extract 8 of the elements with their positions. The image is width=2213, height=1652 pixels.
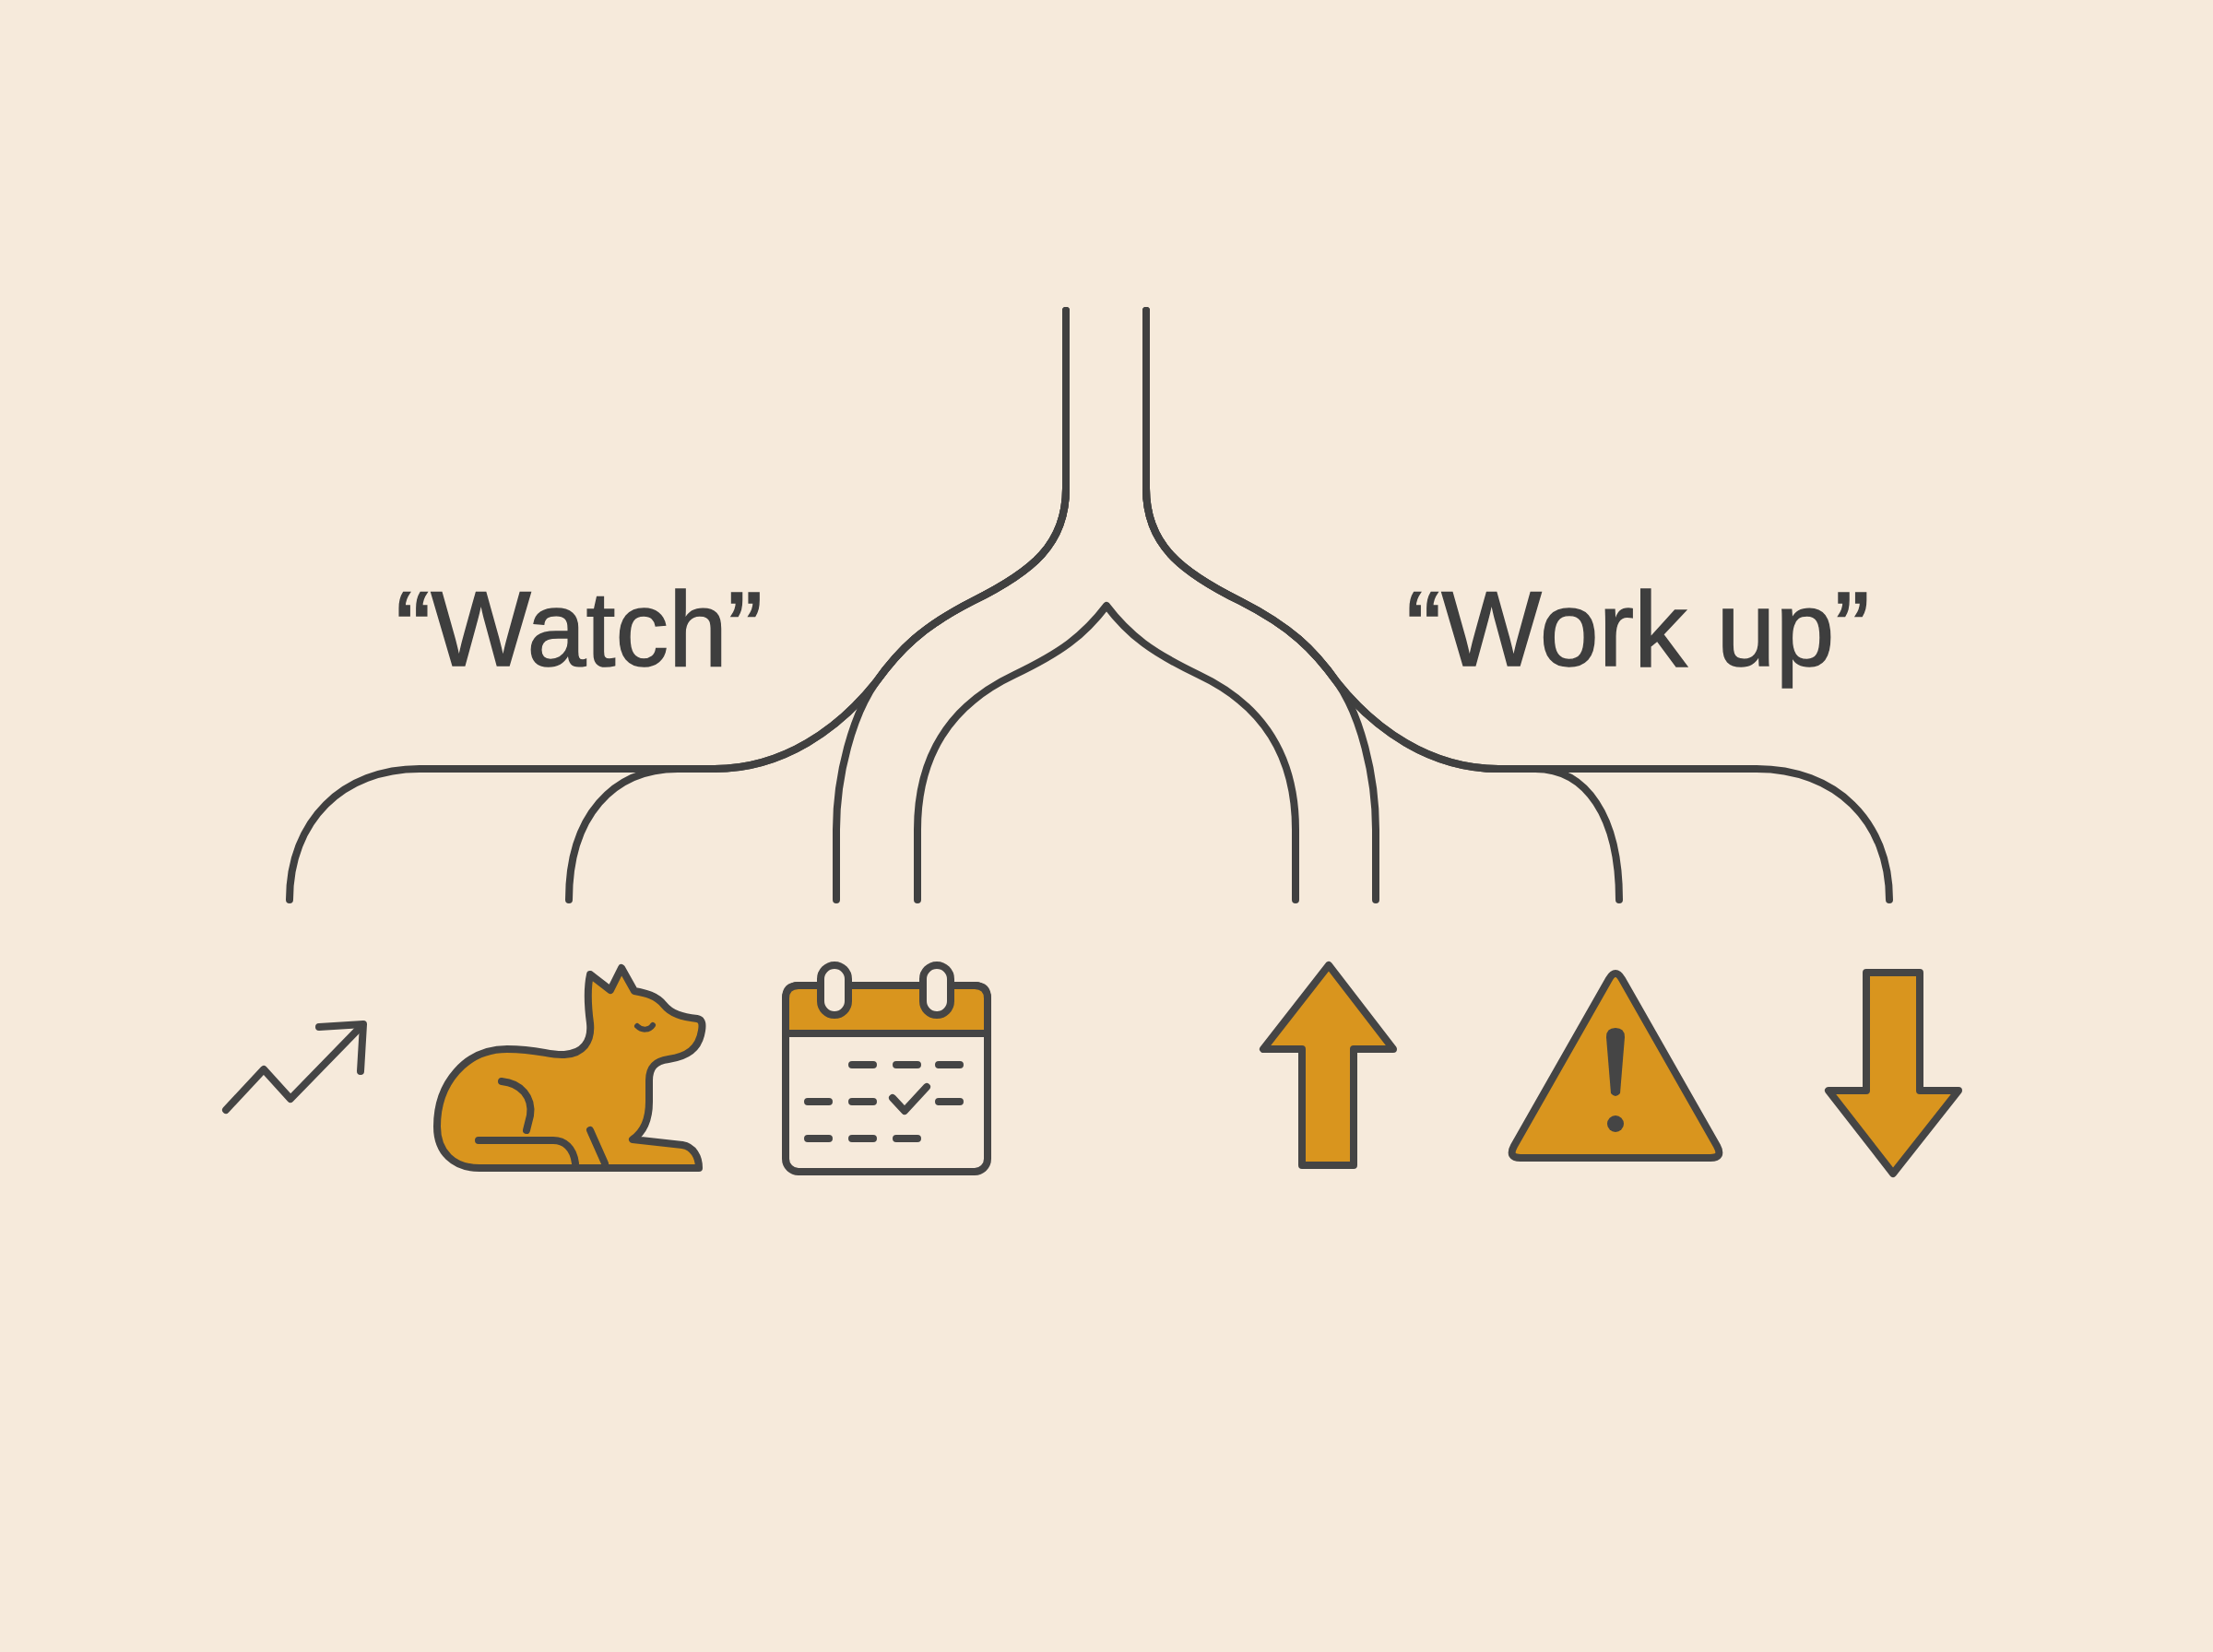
branch-line	[1142, 307, 1893, 903]
up-arrow-icon	[1258, 960, 1399, 1171]
branch-line	[914, 602, 1299, 903]
branch-line	[833, 307, 1070, 903]
down-arrow-icon	[1823, 967, 1964, 1179]
branch-label: “Work up”	[1405, 569, 1871, 690]
calendar-icon	[779, 960, 994, 1178]
branch-label: “Watch”	[395, 569, 764, 690]
